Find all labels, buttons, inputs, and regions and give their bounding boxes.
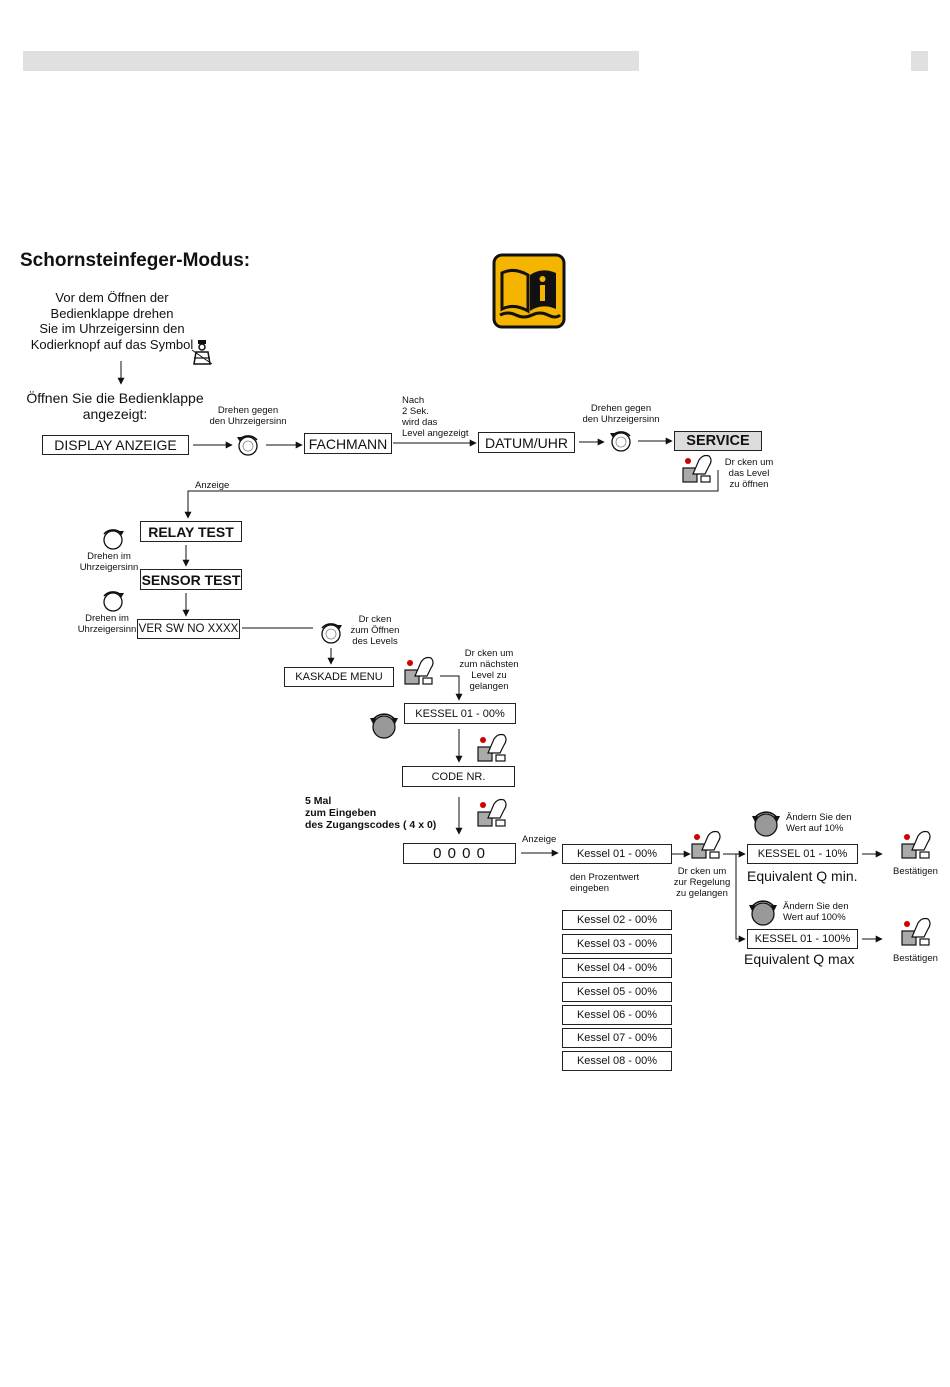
- rotary-knob-icon: [98, 586, 128, 616]
- datum-uhr-box: DATUM/UHR: [478, 432, 575, 453]
- label-bestaetigen-2: Bestätigen: [893, 953, 938, 964]
- push-button-hand-icon: [900, 828, 934, 862]
- version-box: VER SW NO XXXX: [137, 619, 240, 639]
- fachmann-box: FACHMANN: [304, 433, 392, 454]
- intro-open-text: Öffnen Sie die Bedienklappe angezeigt:: [26, 390, 204, 422]
- label-drehen-gegen-1: Drehen gegen den Uhrzeigersinn: [209, 405, 287, 427]
- push-button-hand-icon: [403, 654, 437, 688]
- label-equivalent-min: Equivalent Q min.: [747, 868, 858, 884]
- label-aendern-10: Ändern Sie den Wert auf 10%: [786, 812, 852, 834]
- label-anzeige-1: Anzeige: [195, 480, 230, 491]
- rotary-knob-icon: [749, 807, 783, 841]
- sensor-test-box: SENSOR TEST: [140, 569, 242, 590]
- label-drehen-im-1: Drehen im Uhrzeigersinn: [79, 551, 139, 573]
- label-nach-2-sek: Nach 2 Sek. wird das Level angezeigt: [402, 395, 469, 439]
- kaskade-menu-box: KASKADE MENU: [284, 667, 394, 687]
- kessel-top-box: KESSEL 01 - 00%: [404, 703, 516, 724]
- kessel-list-item: Kessel 04 - 00%: [562, 958, 672, 978]
- kessel-list-item: Kessel 05 - 00%: [562, 982, 672, 1002]
- rotary-knob-icon: [367, 709, 401, 743]
- push-button-hand-icon: [681, 452, 715, 486]
- rotary-knob-icon: [98, 524, 128, 554]
- kessel-list-item: Kessel 03 - 00%: [562, 934, 672, 954]
- label-druecken-oeffnen: Dr cken zum Öffnen des Levels: [350, 614, 400, 647]
- label-aendern-100: Ändern Sie den Wert auf 100%: [783, 901, 849, 923]
- page-number-bar: [911, 51, 928, 71]
- relay-test-box: RELAY TEST: [140, 521, 242, 542]
- push-button-hand-icon: [690, 828, 724, 862]
- rotary-knob-icon: [316, 618, 346, 648]
- label-anzeige-2: Anzeige: [522, 834, 557, 845]
- kessel-list-item: Kessel 06 - 00%: [562, 1005, 672, 1025]
- kessel-max-box: KESSEL 01 - 100%: [747, 929, 858, 949]
- label-drehen-im-2: Drehen im Uhrzeigersinn: [77, 613, 137, 635]
- kessel-list-item: Kessel 08 - 00%: [562, 1051, 672, 1071]
- zero-code-box: 0 0 0 0: [403, 843, 516, 864]
- rotary-knob-icon: [746, 896, 780, 930]
- info-book-icon: [492, 253, 566, 329]
- label-druecken-naechsten: Dr cken um zum nächsten Level zu gelange…: [459, 648, 519, 692]
- chimney-sweep-icon: [190, 338, 214, 366]
- label-drehen-gegen-2: Drehen gegen den Uhrzeigersinn: [582, 403, 660, 425]
- display-anzeige-box: DISPLAY ANZEIGE: [42, 435, 189, 455]
- intro-turn-text: Vor dem Öffnen der Bedienklappe drehen S…: [30, 290, 194, 352]
- label-fuenf-mal: 5 Mal zum Eingeben des Zugangscodes ( 4 …: [305, 795, 437, 831]
- page-title: Schornsteinfeger-Modus:: [20, 250, 251, 271]
- label-bestaetigen-1: Bestätigen: [893, 866, 938, 877]
- rotary-knob-icon: [606, 426, 636, 456]
- push-button-hand-icon: [476, 731, 510, 765]
- push-button-hand-icon: [476, 796, 510, 830]
- service-box: SERVICE: [674, 431, 762, 451]
- label-druecken-regelung: Dr cken um zur Regelung zu gelangen: [673, 866, 731, 899]
- rotary-knob-icon: [233, 430, 263, 460]
- header-bar: [23, 51, 639, 71]
- label-druecken-level: Dr cken um das Level zu öffnen: [724, 457, 774, 490]
- kessel-list-item: Kessel 07 - 00%: [562, 1028, 672, 1048]
- push-button-hand-icon: [900, 915, 934, 949]
- kessel-list-item: Kessel 02 - 00%: [562, 910, 672, 930]
- kessel-list-item: Kessel 01 - 00%: [562, 844, 672, 864]
- label-prozentwert: den Prozentwert eingeben: [570, 872, 640, 894]
- code-nr-box: CODE NR.: [402, 766, 515, 787]
- label-equivalent-max: Equivalent Q max: [744, 951, 855, 967]
- kessel-min-box: KESSEL 01 - 10%: [747, 844, 858, 864]
